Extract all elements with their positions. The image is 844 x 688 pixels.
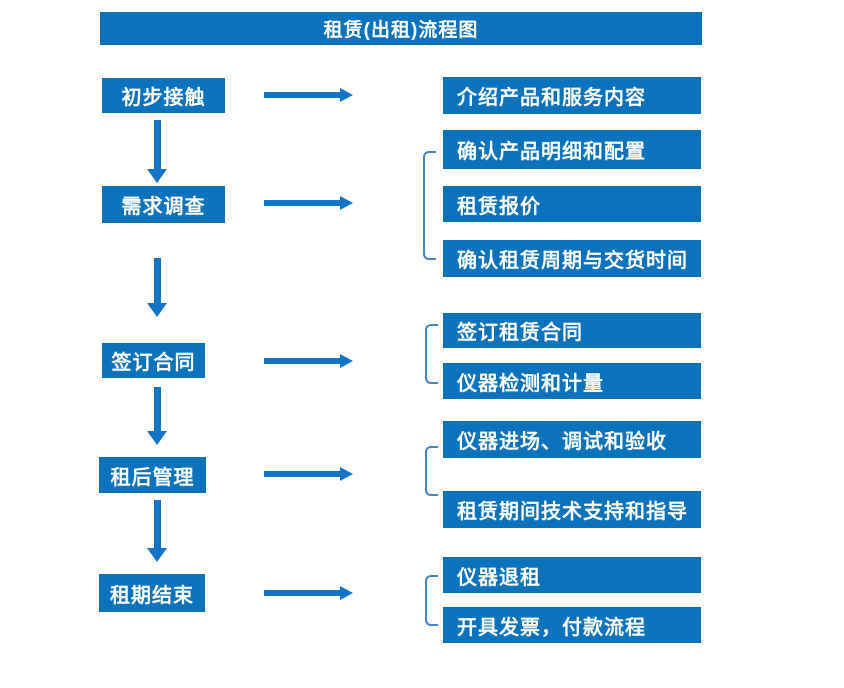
right-arrow-icon <box>264 354 353 368</box>
step-sign-contract: 签订合同 <box>102 343 205 378</box>
step-demand-survey: 需求调查 <box>102 186 225 223</box>
right-arrow-icon <box>264 586 353 600</box>
flow-title: 租赁(出租)流程图 <box>100 12 702 45</box>
bracket-connector <box>425 575 438 626</box>
output-box: 仪器退租 <box>443 557 701 593</box>
down-arrow-icon <box>147 387 167 445</box>
output-box: 租赁期间技术支持和指导 <box>443 491 701 528</box>
right-arrow-icon <box>264 196 353 210</box>
output-box: 介绍产品和服务内容 <box>443 77 701 114</box>
bracket-connector <box>425 446 438 496</box>
output-box: 确认产品明细和配置 <box>443 130 701 169</box>
step-rental-end: 租期结束 <box>99 574 205 612</box>
output-box: 仪器进场、调试和验收 <box>443 421 701 458</box>
down-arrow-icon <box>147 120 167 183</box>
right-arrow-icon <box>264 467 353 481</box>
output-box: 签订租赁合同 <box>443 313 701 348</box>
down-arrow-icon <box>147 258 167 317</box>
output-box: 租赁报价 <box>443 186 701 222</box>
bracket-connector <box>425 324 438 384</box>
step-post-rental-management: 租后管理 <box>99 457 206 493</box>
down-arrow-icon <box>147 500 167 562</box>
output-box: 确认租赁周期与交货时间 <box>443 240 701 277</box>
bracket-connector <box>423 151 436 260</box>
output-box: 开具发票，付款流程 <box>443 607 701 643</box>
output-box: 仪器检测和计量 <box>443 363 701 399</box>
step-initial-contact: 初步接触 <box>102 78 225 113</box>
right-arrow-icon <box>264 88 353 102</box>
